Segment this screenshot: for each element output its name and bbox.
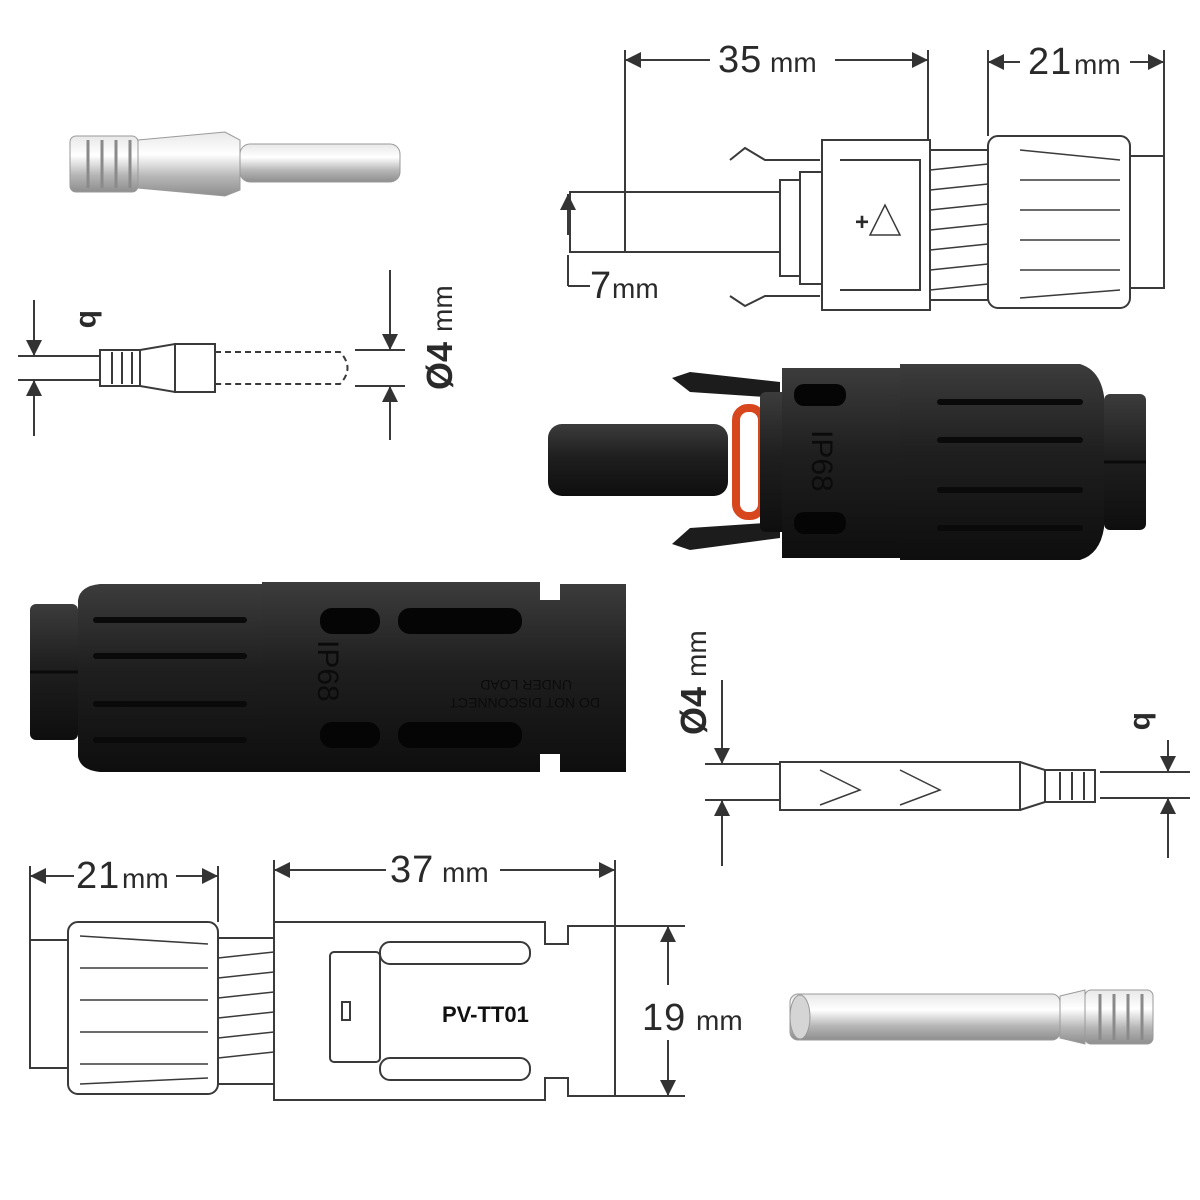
male-pin-diameter-unit: mm <box>612 273 659 304</box>
female-connector-photo <box>30 582 626 772</box>
male-plus-marking: + <box>855 209 869 236</box>
female-ip-rating: IP68 <box>311 640 344 702</box>
female-contact-b-label: b <box>1127 712 1160 730</box>
male-contact-b-label: b <box>73 310 106 328</box>
male-ip-rating: IP68 <box>805 430 838 492</box>
female-contact-drawing <box>705 680 1190 866</box>
female-height-unit: mm <box>696 1005 743 1036</box>
male-length-value: 35 <box>718 39 762 81</box>
female-length-unit: mm <box>442 857 489 888</box>
female-contact-diameter-value: Ø4 <box>673 687 714 735</box>
male-contact-diameter-unit: mm <box>427 285 458 332</box>
male-nut-length-value: 21 <box>1028 41 1072 83</box>
male-connector-photo <box>548 364 1146 560</box>
female-nut-length-value: 21 <box>76 855 120 897</box>
female-warning-line1: DO NOT DISCONNECT <box>449 695 600 711</box>
male-pin-diameter-value: 7 <box>590 265 612 307</box>
male-connector-drawing <box>560 50 1165 311</box>
female-connector-drawing <box>29 860 685 1101</box>
male-contact-diameter-value: Ø4 <box>419 342 460 390</box>
female-contact-diameter-unit: mm <box>681 630 712 677</box>
female-contact-photo <box>789 989 1154 1045</box>
female-warning-line2: UNDER LOAD <box>480 677 572 693</box>
male-contact-photo <box>69 131 401 197</box>
female-nut-length-unit: mm <box>122 863 169 894</box>
male-nut-length-unit: mm <box>1074 49 1121 80</box>
male-contact-drawing <box>18 270 405 440</box>
male-length-unit: mm <box>770 47 817 78</box>
female-length-value: 37 <box>390 849 434 891</box>
female-model-marking: PV-TT01 <box>442 1002 529 1027</box>
female-height-value: 19 <box>642 997 686 1039</box>
